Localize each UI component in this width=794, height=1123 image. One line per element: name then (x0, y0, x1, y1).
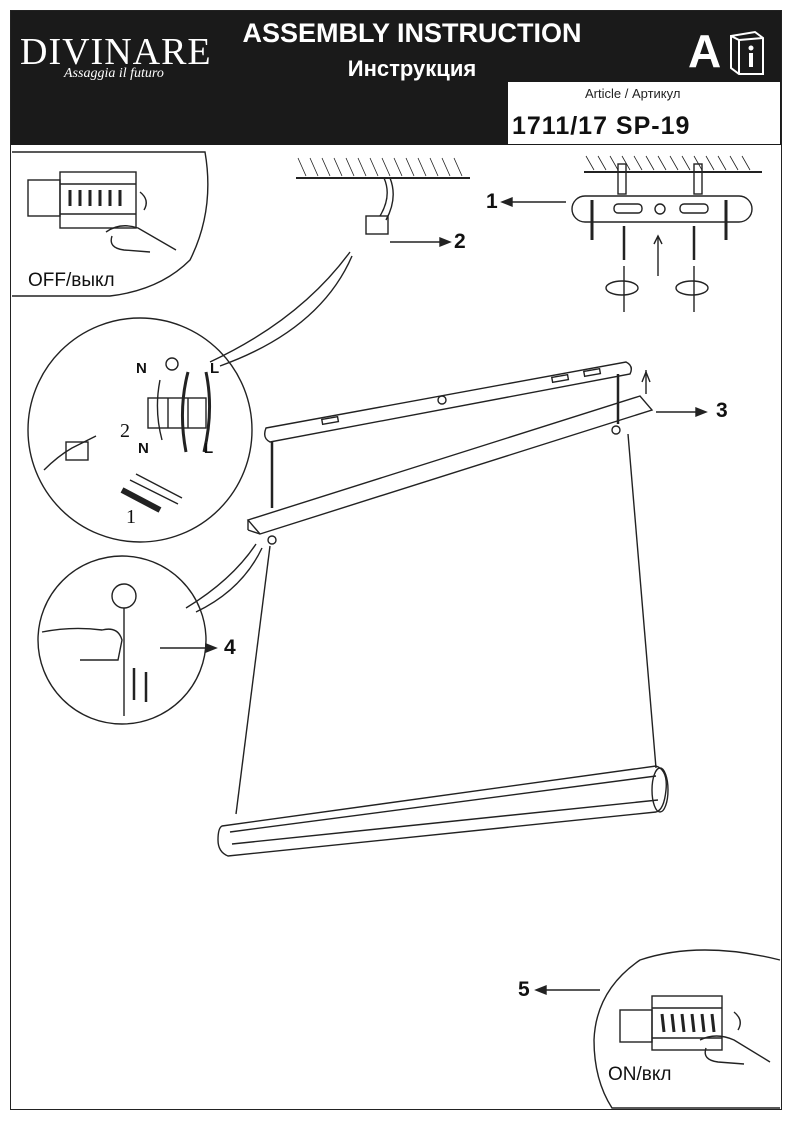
ceiling-hatch (296, 157, 470, 179)
dowel-right (693, 163, 703, 195)
article-code: 1711/17 SP-19 (512, 112, 691, 140)
info-book-icon (730, 30, 764, 75)
step-1-label: 1 (486, 190, 498, 213)
canopy (246, 395, 654, 535)
rotate-arrow-icon (139, 191, 147, 211)
wiring-line-top: L (210, 360, 220, 377)
wiring-substep-2: 2 (120, 420, 130, 442)
cable-left (235, 545, 271, 815)
on-label: ON/вкл (608, 1064, 672, 1085)
step-2-label: 2 (454, 230, 466, 253)
hand-icon (105, 225, 177, 253)
connector-block (365, 215, 389, 235)
cable-bubble (37, 555, 207, 725)
step-4-label: 4 (224, 636, 236, 659)
on-bubble (593, 949, 781, 1109)
cable-right (627, 433, 657, 769)
off-bubble (12, 151, 209, 297)
supply-wires (379, 177, 394, 221)
dowel-left (617, 163, 627, 195)
step-3-label: 3 (716, 399, 728, 422)
terminal-block (147, 397, 207, 429)
title-english: ASSEMBLY INSTRUCTION (242, 18, 582, 48)
article-label: Article / Артикул (585, 86, 681, 101)
on-switch-block (619, 995, 723, 1051)
title-russian: Инструкция (347, 56, 477, 81)
page-frame (10, 10, 782, 1110)
step-5-label: 5 (518, 978, 530, 1001)
wiring-bubble (27, 317, 253, 543)
suspension-plate (263, 361, 633, 443)
article-band (508, 82, 780, 144)
brand-logo: DIVINARE (20, 31, 212, 73)
wiring-neutral-bottom: N (138, 440, 149, 457)
off-switch-block (27, 171, 137, 229)
arrow-icon (439, 236, 452, 248)
off-label: OFF/выкл (28, 270, 115, 291)
language-badge: A (688, 25, 722, 77)
wiring-line-bottom: L (204, 440, 214, 457)
lamp-body (217, 765, 669, 857)
wiring-neutral-top: N (136, 360, 147, 377)
mounting-plate (571, 195, 753, 223)
brand-tagline: Assaggia il futuro (64, 66, 164, 81)
ceiling-hatch-right (584, 155, 762, 173)
wiring-substep-1: 1 (126, 506, 136, 528)
